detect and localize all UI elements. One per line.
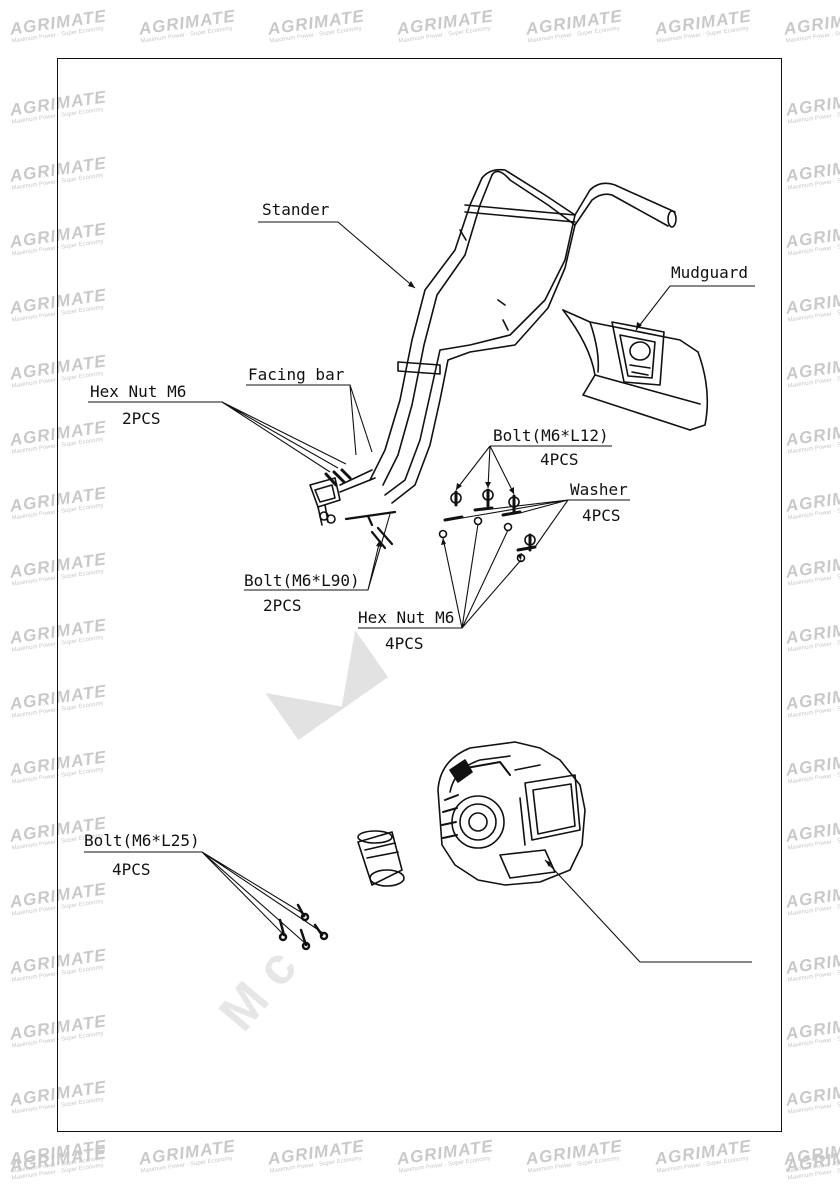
- label-hex-nut-bottom: Hex Nut M6: [358, 608, 455, 627]
- leader-lines: [84, 221, 755, 963]
- engine-part: [437, 741, 586, 886]
- label-bolt-l25-qty: 4PCS: [112, 860, 151, 879]
- label-hex-nut-top: Hex Nut M6: [90, 382, 187, 401]
- leader-arrowheads: [376, 281, 642, 867]
- label-stander: Stander: [262, 200, 330, 219]
- label-washer-qty: 4PCS: [582, 506, 621, 525]
- label-washer: Washer: [570, 480, 628, 499]
- label-hex-nut-bottom-qty: 4PCS: [385, 634, 424, 653]
- bolt-l25-group: [278, 903, 329, 951]
- label-facing-bar: Facing bar: [248, 365, 345, 384]
- adapter-cone-part: [357, 830, 405, 887]
- label-hex-nut-top-qty: 2PCS: [122, 409, 161, 428]
- label-bolt-l25: Bolt(M6*L25): [84, 831, 200, 850]
- label-bolt-l12: Bolt(M6*L12): [493, 426, 609, 445]
- label-mudguard: Mudguard: [671, 263, 749, 282]
- stander-part: [309, 168, 677, 550]
- label-bolt-l12-qty: 4PCS: [540, 450, 579, 469]
- mudguard-part: [562, 309, 709, 431]
- label-bolt-l90: Bolt(M6*L90): [244, 571, 360, 590]
- diagram-frame: [57, 58, 782, 1132]
- bolt-washer-nut-group: [438, 488, 537, 563]
- label-bolt-l90-qty: 2PCS: [263, 596, 302, 615]
